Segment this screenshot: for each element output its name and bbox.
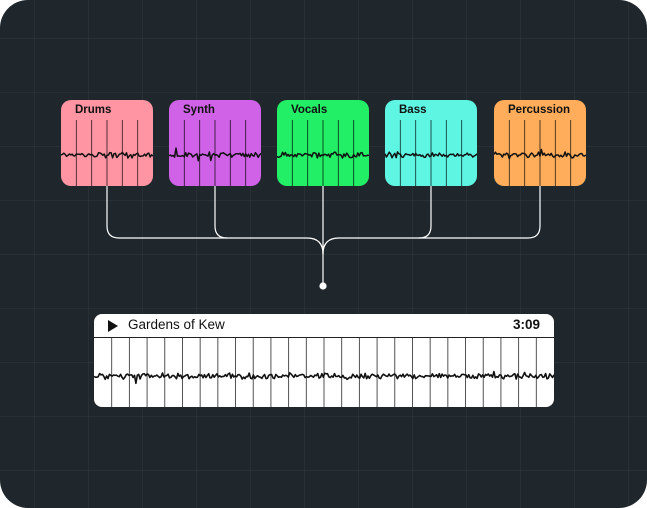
track-duration: 3:09 xyxy=(512,317,540,332)
stem-card-drums: Drums xyxy=(61,100,153,186)
track-header: Gardens of Kew 3:09 xyxy=(94,314,554,338)
stem-waveform xyxy=(277,120,369,186)
stem-waveform xyxy=(494,120,586,186)
track-player: Gardens of Kew 3:09 xyxy=(94,314,554,407)
track-waveform[interactable] xyxy=(94,338,554,407)
stem-card-percussion: Percussion xyxy=(494,100,586,186)
stem-card-bass: Bass xyxy=(385,100,477,186)
stem-card-vocals: Vocals xyxy=(277,100,369,186)
connector-synth xyxy=(214,185,228,239)
stem-waveform xyxy=(385,120,477,186)
connector-drums xyxy=(106,185,324,255)
stem-label: Bass xyxy=(399,104,427,116)
stem-waveform xyxy=(169,120,261,186)
stem-label: Vocals xyxy=(291,104,328,116)
connector-percussion xyxy=(322,185,541,255)
connector-node xyxy=(319,282,327,290)
stem-label: Synth xyxy=(183,104,215,116)
connector-bass xyxy=(418,185,432,239)
stem-label: Drums xyxy=(75,104,112,116)
stem-card-synth: Synth xyxy=(169,100,261,186)
stem-waveform xyxy=(61,120,153,186)
track-title: Gardens of Kew xyxy=(128,317,225,332)
play-icon[interactable] xyxy=(108,320,118,332)
stem-label: Percussion xyxy=(508,104,570,116)
